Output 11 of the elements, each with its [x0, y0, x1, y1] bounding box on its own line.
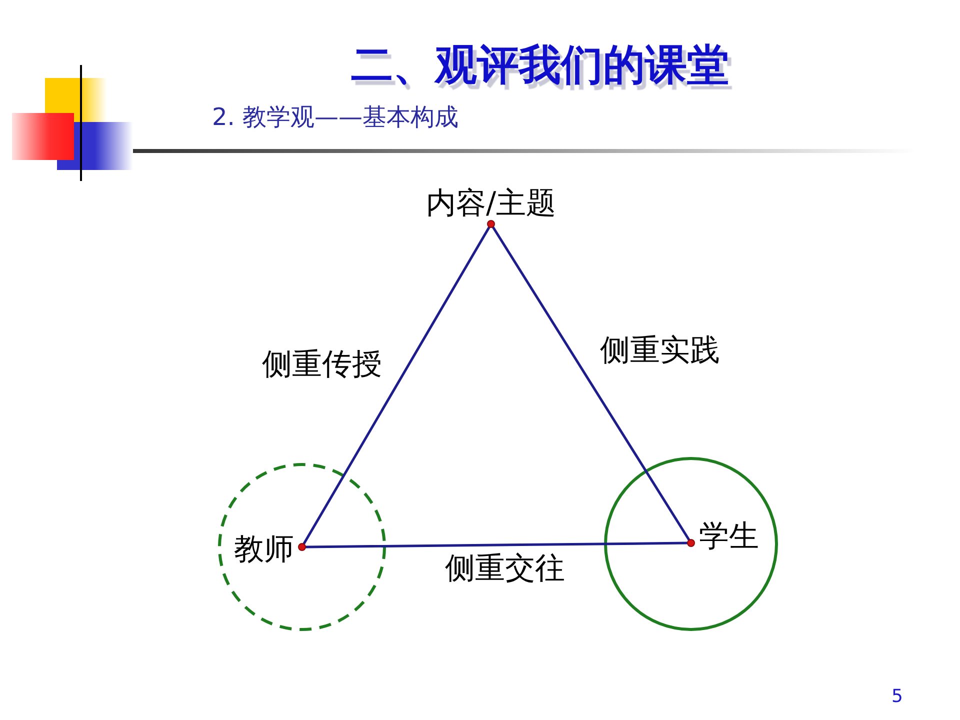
connector-line: [304, 542, 688, 548]
vertex-label: 内容/主题: [426, 188, 556, 220]
slide-title: 二、观评我们的课堂: [351, 41, 729, 89]
edge-label: 侧重交往: [443, 553, 567, 585]
slide-subtitle: 2. 教学观——基本构成: [212, 103, 459, 131]
connector-line: [302, 226, 490, 545]
connector-line: [492, 226, 690, 541]
vertex-label: 学生: [699, 521, 759, 553]
page-number: 5: [892, 686, 903, 708]
vertex-label: 教师: [234, 534, 294, 566]
edge-label: 侧重实践: [598, 335, 722, 367]
